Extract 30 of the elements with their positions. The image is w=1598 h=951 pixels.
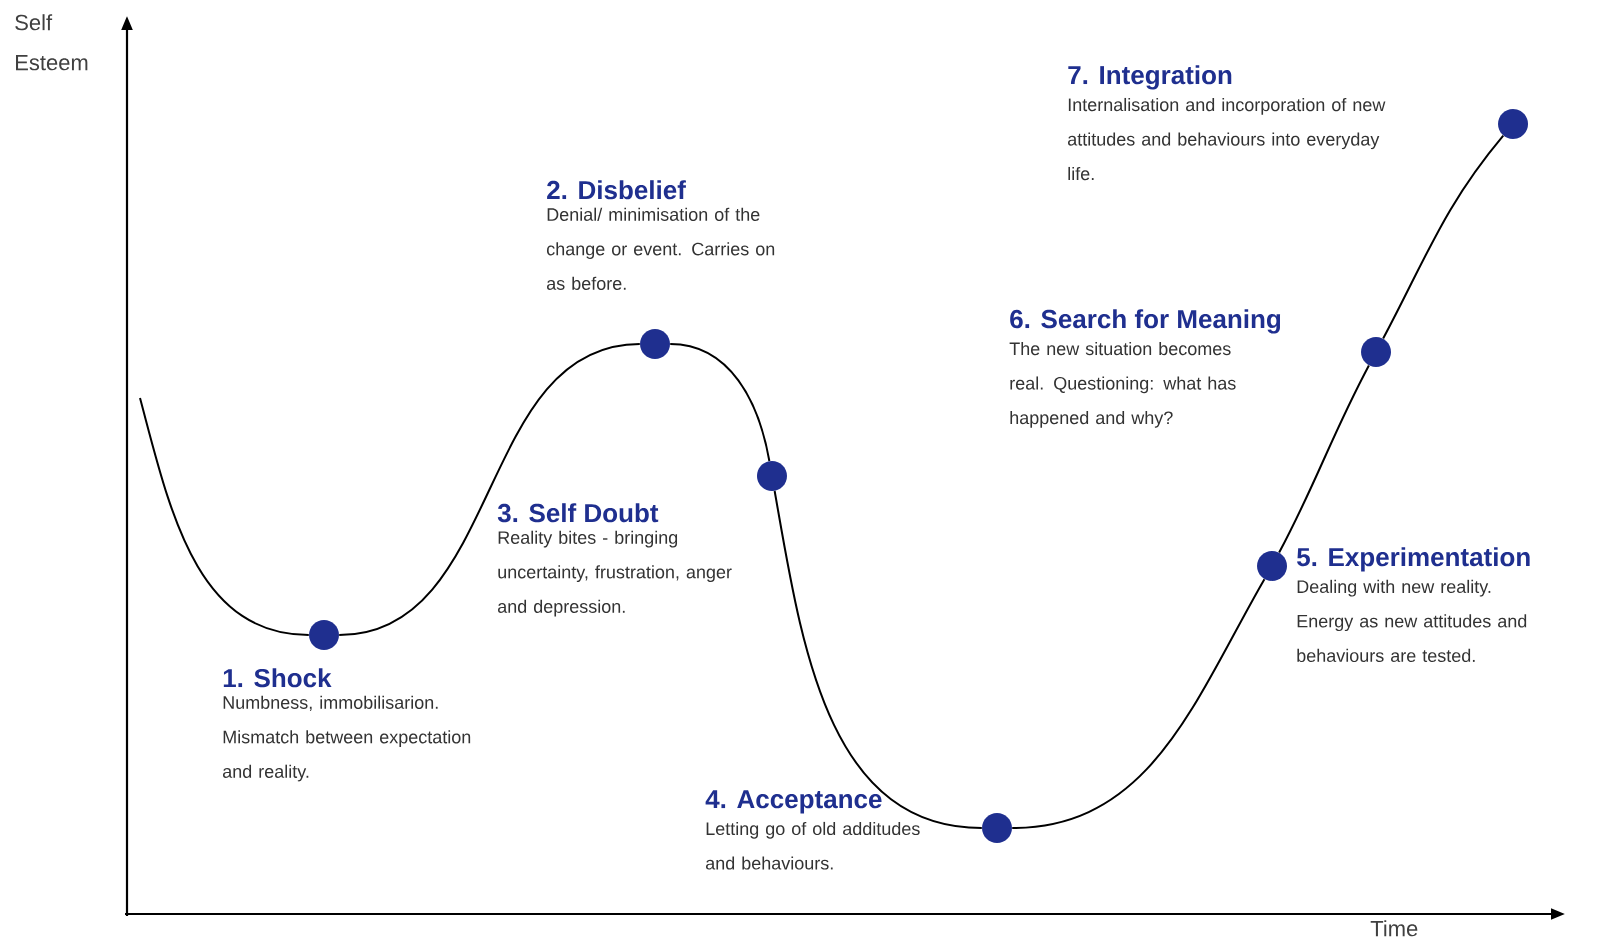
axis-label: Time	[1370, 920, 1418, 937]
stage-heading: 3. Self Doubt	[497, 503, 659, 523]
dot	[1498, 109, 1528, 139]
dot	[982, 813, 1012, 843]
stage-description: Denial/ minimisation of the change or event. Carries on as before.	[547, 207, 775, 290]
stage-description: Numbness, immobilisarion. Mismatch between expectation and reality.	[222, 695, 471, 782]
stage-description: Reality bites - bringing uncertainty, frustration, anger and depression.	[498, 530, 732, 617]
curve	[669, 343, 771, 463]
dot	[1257, 551, 1287, 581]
stage-heading: 1. Shock	[223, 668, 332, 688]
curve	[338, 343, 641, 636]
curve	[1382, 134, 1505, 340]
dot	[309, 620, 339, 650]
curve	[1278, 364, 1370, 554]
stage-heading: 5. Experimentation	[1297, 547, 1530, 572]
dot	[1361, 337, 1391, 367]
curve	[139, 397, 310, 636]
stage-heading: 6. Search for Meaning	[1010, 309, 1281, 334]
curve	[1011, 578, 1266, 829]
stage-description: Internalisation and incorporation of new attitudes and behaviours into everyday life.	[1068, 97, 1386, 181]
dot	[757, 461, 787, 491]
stage-description: The new situation becomes real. Questioning: what has happened and why?	[1009, 341, 1236, 428]
stage-heading: 4. Acceptance	[705, 790, 882, 814]
stage-description: Letting go of old additudes and behaviours.	[706, 821, 920, 870]
axis-label: Self Esteem	[15, 14, 88, 71]
stage-heading: 2. Disbelief	[547, 180, 686, 200]
stage-description: Dealing with new reality. Energy as new attitudes and behaviours are tested.	[1297, 579, 1527, 663]
curve	[773, 489, 983, 829]
stage-heading: 7. Integration	[1068, 65, 1232, 90]
dot	[640, 329, 670, 359]
